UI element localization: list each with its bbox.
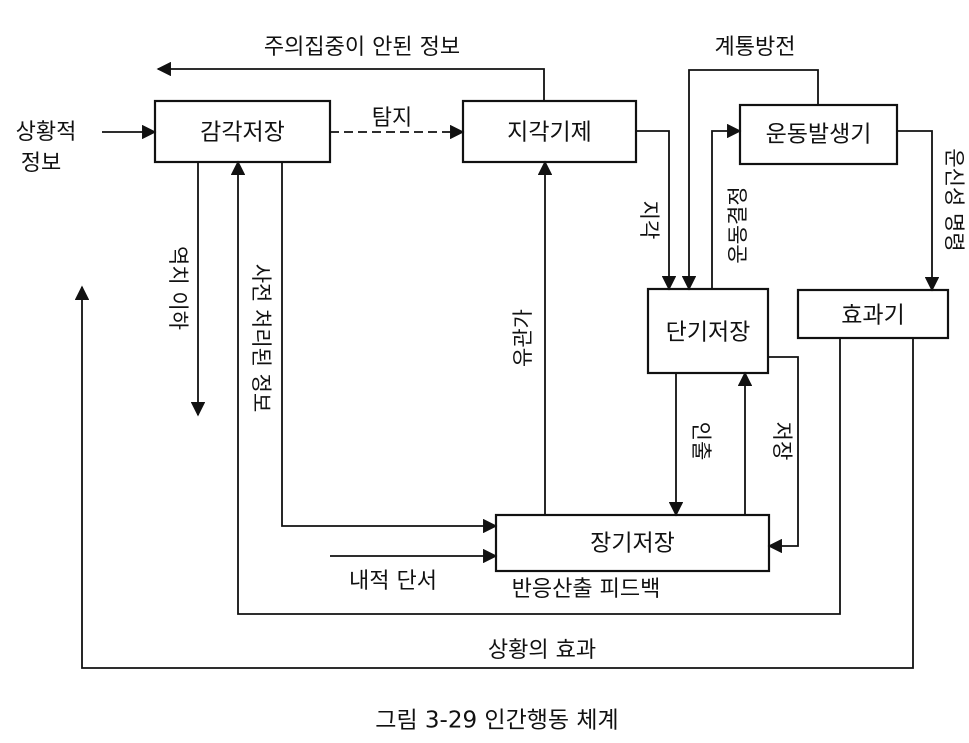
internal-cue-label: 내적 단서 [349, 569, 437, 594]
situation-info-label-line1: 상황적 [16, 120, 77, 145]
perception-to-stm-arrow [636, 130, 677, 291]
preprocessed-info-arrow [281, 162, 498, 534]
situation-effect-loop [74, 285, 914, 669]
motor-generator-label: 운동발생기 [766, 122, 872, 148]
short-term-storage-box: 단기저장 [646, 287, 770, 375]
unattended-info-label: 주의집중이 안된 정보 [264, 35, 460, 60]
long-term-storage-box: 장기저장 [494, 513, 771, 573]
response-feedback-label: 반응산출 피드백 [512, 577, 661, 602]
situation-effect-label: 상황의 효과 [488, 638, 596, 663]
unattended-info-arrow [156, 61, 545, 101]
short-term-storage-label: 단기저장 [666, 320, 751, 346]
system-defense-label: 계통방전 [715, 35, 796, 60]
sensory-storage-box: 감각저장 [153, 99, 332, 164]
motor-command-label: 운신성 명령 [942, 148, 966, 251]
retrieval-label: 인출 [689, 422, 713, 461]
motor-command-arrow [897, 130, 940, 292]
relevance-label: 유관가 [511, 309, 535, 367]
system-defense-loop [681, 69, 819, 291]
perception-box: 지각기제 [461, 99, 638, 164]
storage-loop-arrow [767, 356, 799, 554]
perception-flow-label: 지각 [637, 201, 661, 240]
perception-label: 지각기제 [507, 120, 592, 146]
response-feedback-loop [230, 160, 841, 615]
motor-decision-arrow [711, 123, 742, 289]
sensory-storage-label: 감각저장 [200, 120, 285, 146]
subthreshold-label: 역치 이하 [166, 246, 190, 330]
storage-label: 저장 [770, 422, 794, 461]
situation-info-label-line2: 정보 [21, 151, 61, 176]
preprocessed-info-label: 사전 처리된 정보 [249, 264, 273, 413]
figure-caption: 그림 3-29 인간행동 체계 [375, 708, 618, 734]
detection-label: 탐지 [372, 106, 412, 131]
effector-box: 효과기 [796, 288, 950, 340]
effector-label: 효과기 [841, 303, 904, 329]
long-term-storage-label: 장기저장 [590, 531, 675, 557]
motor-generator-box: 운동발생기 [738, 103, 899, 166]
motor-decision-label: 운동결정 [726, 186, 750, 263]
